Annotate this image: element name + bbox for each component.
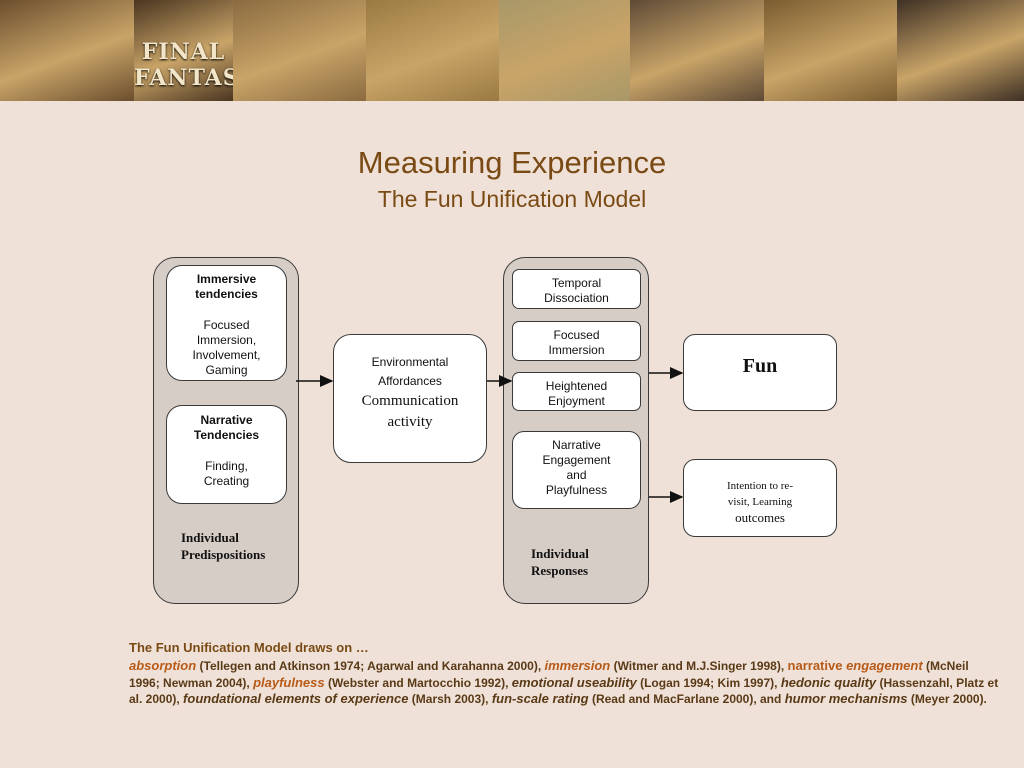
lan-party-photo-image [366, 0, 499, 101]
term-foundational-elements: foundational elements of experience [183, 691, 409, 707]
individual-responses-group [503, 257, 649, 604]
term-engagement: engagement [846, 658, 923, 673]
final-fantasy-poster-image: FINAL FANTASY [134, 0, 233, 101]
term-playfulness: playfulness [253, 674, 325, 690]
cockpit-view-image [630, 0, 764, 101]
fun-box: Fun [683, 334, 837, 411]
tennis-game-image [499, 0, 630, 101]
term-humor-mechanisms: humor mechanisms [784, 691, 908, 707]
narrative-tendencies-body: Finding,Creating [203, 459, 250, 488]
header-image-banner: FINAL FANTASY [0, 0, 1024, 101]
caption-heading: The Fun Unification Model draws on … [129, 640, 369, 655]
banner-tile-caption: FINAL FANTASY [134, 39, 233, 91]
outcomes-box: Intention to re-visit, Learning outcomes [683, 459, 837, 537]
caption-body: absorption (Tellegen and Atkinson 1974; … [129, 658, 999, 707]
adventure-game-screen-image [233, 0, 366, 101]
term-hedonic-quality: hedonic quality [780, 674, 877, 690]
pirate-characters-image [0, 0, 134, 101]
strategy-game-image [764, 0, 897, 101]
term-immersion: immersion [544, 658, 611, 673]
term-emotional-useability: emotional useability [511, 674, 637, 690]
page-title: Measuring Experience [357, 145, 667, 180]
fantasy-face-image [897, 0, 1024, 101]
page-subtitle: The Fun Unification Model [377, 186, 647, 212]
term-absorption: absorption [129, 658, 197, 673]
term-fun-scale-rating: fun-scale rating [491, 691, 589, 707]
term-narrative: narrative [787, 658, 847, 673]
